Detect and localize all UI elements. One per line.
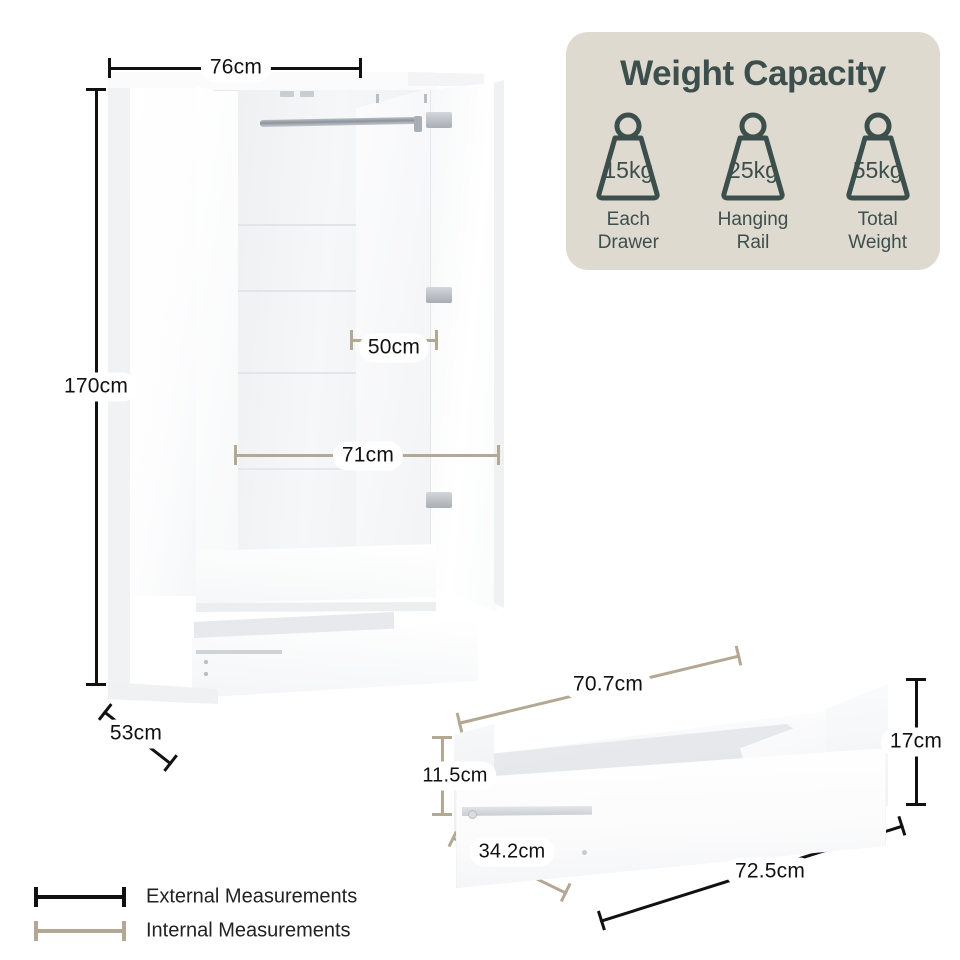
dimension-label-interior-width-71: 71cm — [332, 441, 404, 471]
weight-label-line1: Total — [857, 209, 898, 230]
wardrobe-top-panel — [108, 72, 438, 90]
dimension-label-drawer-internal-width-707: 70.7cm — [563, 670, 653, 700]
legend-label-external: External Measurements — [146, 885, 358, 908]
interior-panel-seam — [238, 468, 428, 470]
hanging-rail-bracket — [414, 116, 422, 132]
dimension-label-width-76: 76cm — [200, 53, 272, 83]
drawer-runner-screw — [204, 672, 208, 676]
legend-swatch-internal — [34, 921, 126, 941]
door-hinge-middle — [426, 287, 452, 303]
measurement-legend: External Measurements Internal Measureme… — [34, 880, 358, 950]
weight-value: 15kg — [603, 157, 654, 183]
interior-panel-seam — [238, 290, 428, 292]
dimension-label-drawer-internal-height-115: 11.5cm — [413, 761, 497, 791]
wardrobe-left-door-open-leaf[interactable] — [196, 86, 241, 606]
top-fixing — [280, 91, 294, 97]
dowel-hole — [376, 94, 379, 103]
weight-item-hanging-rail: 25kg Hanging Rail — [695, 110, 811, 254]
weight-label-line2: Drawer — [597, 232, 659, 253]
top-fixing — [300, 91, 314, 97]
wardrobe-illustration — [108, 72, 528, 722]
drawer-runner-wheel — [468, 810, 477, 819]
drawer-runner-screw — [204, 660, 208, 664]
weight-capacity-items: 15kg Each Drawer 25kg Hanging Rail — [566, 110, 940, 254]
legend-row-external: External Measurements — [34, 880, 358, 914]
dowel-hole — [424, 94, 427, 103]
weight-item-total-weight: 55kg Total Weight — [820, 110, 936, 254]
weight-value: 25kg — [728, 157, 778, 183]
weight-capacity-title: Weight Capacity — [620, 54, 886, 93]
wardrobe-right-door-edge — [494, 80, 504, 608]
weight-label-line1: Each — [606, 209, 650, 230]
wardrobe-base — [108, 682, 218, 704]
weight-capacity-panel: Weight Capacity 15kg Each Drawer — [566, 32, 940, 270]
weight-item-each-drawer: 15kg Each Drawer — [570, 110, 686, 254]
dimension-label-height-170: 170cm — [54, 372, 138, 402]
weight-icon: 55kg — [835, 110, 921, 202]
weight-label-line2: Weight — [848, 232, 908, 253]
dimension-label-drawer-external-height-17: 17cm — [880, 727, 952, 757]
legend-row-internal: Internal Measurements — [34, 914, 354, 948]
drawer-screw — [582, 850, 587, 855]
legend-swatch-external — [34, 887, 126, 907]
dimension-label-depth-53: 53cm — [100, 719, 172, 749]
legend-label-internal: Internal Measurements — [146, 919, 351, 942]
wardrobe-top-panel-right — [408, 72, 484, 86]
wardrobe-left-door[interactable] — [130, 88, 197, 596]
door-hinge-top — [426, 112, 452, 128]
weight-icon: 15kg — [585, 110, 671, 202]
weight-icon: 25kg — [710, 110, 796, 202]
dimension-label-drawer-internal-depth-342: 34.2cm — [469, 837, 555, 867]
weight-label-line2: Rail — [736, 232, 770, 253]
wardrobe-right-door-open[interactable] — [430, 82, 497, 612]
drawer-runner — [196, 650, 282, 654]
dimension-label-interior-depth-50: 50cm — [358, 333, 430, 363]
weight-label-line1: Hanging — [717, 209, 789, 230]
drawer-gap — [196, 602, 436, 612]
interior-panel-seam — [238, 224, 428, 226]
wardrobe-drawer-upper[interactable] — [196, 544, 436, 604]
dimension-label-drawer-external-width-725: 72.5cm — [725, 857, 815, 887]
weight-value: 55kg — [852, 157, 903, 183]
drawer-runner-rail — [462, 806, 592, 816]
interior-panel-seam — [238, 372, 428, 374]
drawer-illustration — [440, 628, 920, 928]
door-hinge-bottom — [426, 492, 452, 508]
